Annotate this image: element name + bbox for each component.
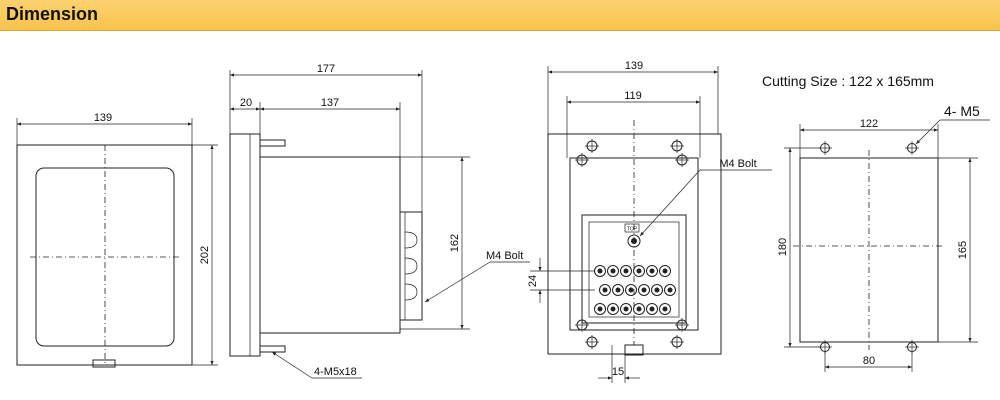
rear-bottom-label: 15: [612, 366, 624, 378]
cutout-title: Cutting Size : 122 x 165mm: [762, 73, 934, 89]
rear-bezel-outline: [547, 133, 722, 355]
cutout-outer-height-label: 180: [777, 238, 789, 256]
rear-top-tag: [624, 223, 640, 233]
side-bolt-label: M4 Bolt: [486, 250, 523, 262]
section-title: Dimension: [6, 4, 99, 24]
rear-inner-label: 119: [624, 90, 642, 102]
rear-hole-bbr: [670, 335, 684, 349]
terminal-row-2: [599, 284, 676, 296]
front-bezel-outline: [16, 144, 193, 366]
side-mount-label: 4-M5x18: [314, 366, 357, 378]
cutout-hole-br: [905, 340, 919, 354]
cutout-hole-label: 4- M5: [944, 103, 980, 119]
side-body: [259, 156, 401, 334]
rear-hole-br: [675, 318, 689, 332]
cutout-hole-tr: [905, 141, 919, 155]
rear-outer-label: 139: [625, 60, 643, 72]
side-body-label: 137: [321, 97, 339, 109]
side-terminal-block: [399, 211, 423, 321]
side-terminal-2: [404, 257, 418, 275]
section-header: Dimension: [0, 0, 1000, 31]
side-front-bezel: [229, 133, 261, 357]
front-height-label: 202: [199, 246, 211, 264]
side-terminal-1: [404, 231, 418, 249]
rear-view: TOP: [527, 60, 772, 383]
rear-top-tag-label: TOP: [627, 227, 638, 233]
side-height-label: 162: [449, 234, 461, 252]
rear-hole-bbl: [585, 335, 599, 349]
terminal-row-3: [594, 303, 671, 315]
side-total-label: 177: [317, 63, 335, 75]
front-width-label: 139: [94, 112, 112, 124]
cutout-width-label: 122: [860, 118, 878, 130]
rear-bolt-label: M4 Bolt: [719, 158, 756, 170]
rear-hole-ml: [575, 153, 589, 167]
front-view: 139 202: [16, 112, 218, 368]
cutout-view: Cutting Size : 122 x 165mm 4- M5 122 180…: [762, 73, 990, 372]
terminal-row-1: [594, 265, 671, 277]
side-front-label: 20: [240, 97, 252, 109]
side-view: 177 20 137 162 M4 Bolt 4-M5x18: [229, 63, 530, 379]
side-bottom-clip: [259, 345, 286, 353]
side-top-clip: [259, 139, 286, 147]
rear-hole-bl: [575, 318, 589, 332]
rear-hole-mr: [675, 153, 689, 167]
cutout-bottom-label: 80: [863, 355, 875, 367]
rear-hole-tr: [670, 139, 684, 153]
cutout-inner-height-label: 165: [957, 241, 969, 259]
rear-bottom-latch: [624, 344, 644, 356]
rear-center-bolt: [627, 234, 641, 248]
rear-pitch-label: 24: [527, 275, 539, 287]
side-terminal-3: [404, 283, 418, 301]
cutout-hole-bl: [818, 340, 832, 354]
cutout-hole-tl: [818, 141, 832, 155]
rear-hole-tl: [585, 139, 599, 153]
front-latch: [92, 359, 116, 368]
